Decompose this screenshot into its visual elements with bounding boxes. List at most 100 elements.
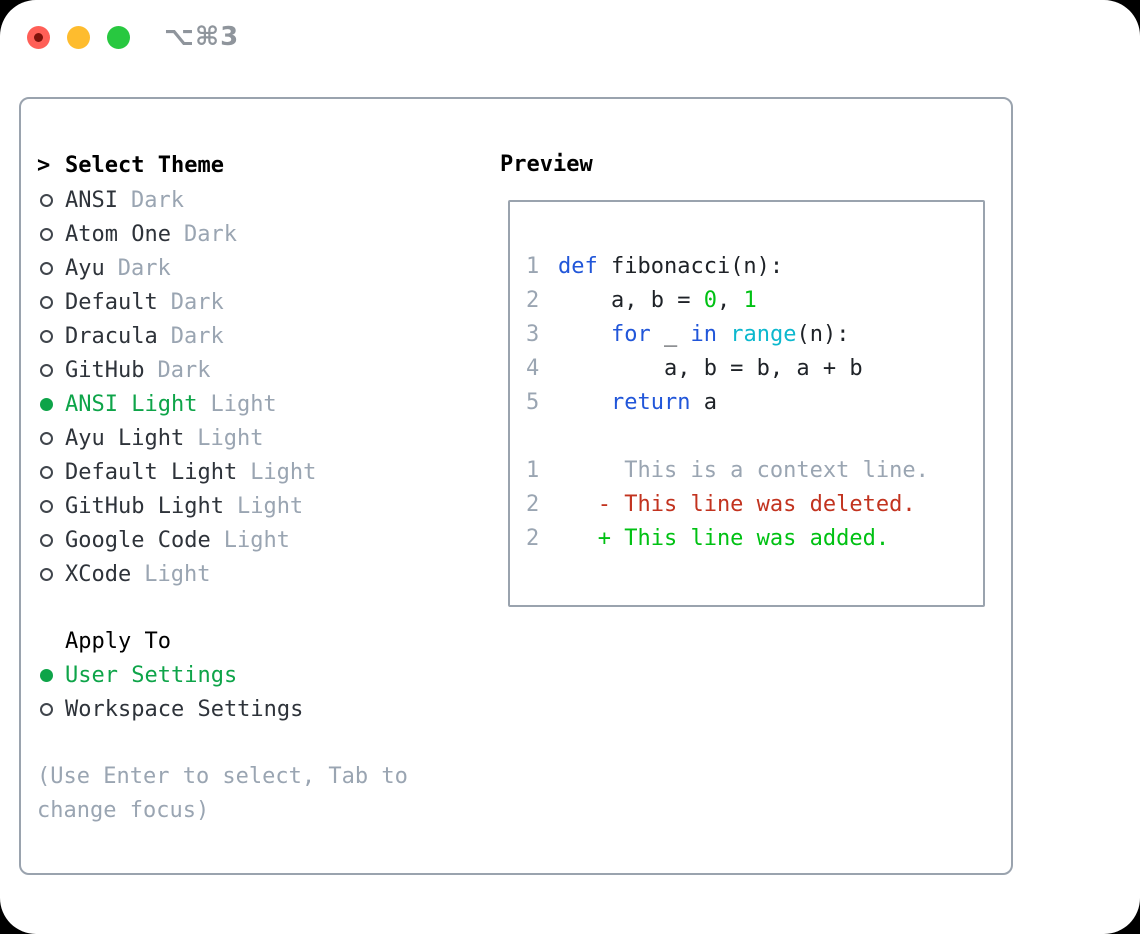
radio-icon	[40, 567, 53, 581]
apply-to-header: Apply To	[37, 624, 303, 658]
theme-name: Ayu Light	[65, 425, 185, 451]
theme-name: XCode	[65, 561, 132, 587]
code-token: ,	[716, 288, 744, 313]
theme-variant-tag: Dark	[130, 187, 184, 213]
radio-icon	[40, 261, 53, 275]
theme-option-default[interactable]: Default Dark	[37, 285, 316, 319]
theme-variant-tag: Dark	[117, 255, 171, 281]
code-token: a, b =	[558, 288, 704, 313]
theme-variant-tag: Dark	[170, 289, 224, 315]
code-token: for	[610, 322, 651, 347]
code-token	[717, 318, 730, 352]
zoom-button[interactable]	[107, 26, 130, 49]
code-line: 2 a, b = 0, 1	[526, 284, 983, 318]
radio-icon	[40, 227, 53, 241]
code-token: _	[650, 322, 691, 347]
radio-icon	[40, 329, 53, 343]
code-token: (n):	[796, 322, 850, 347]
line-number: 2	[526, 526, 540, 551]
theme-option-ayu-light[interactable]: Ayu Light Light	[37, 421, 316, 455]
code-token: in	[690, 322, 717, 347]
theme-variant-tag: Dark	[183, 221, 237, 247]
line-number: 4	[526, 356, 540, 381]
theme-name: Ayu	[65, 255, 105, 281]
theme-option-google-code[interactable]: Google Code Light	[37, 523, 316, 557]
theme-name: Google Code	[65, 527, 211, 553]
code-token: a, b = b, a + b	[558, 356, 863, 381]
code-token: range	[730, 322, 797, 347]
theme-variant-tag: Light	[250, 459, 317, 485]
theme-option-atom-one[interactable]: Atom One Dark	[37, 217, 316, 251]
theme-variant-tag: Light	[236, 493, 304, 519]
radio-icon	[40, 363, 53, 377]
apply-option-workspace-settings[interactable]: Workspace Settings	[37, 692, 303, 726]
code-token: fibonacci(n):	[610, 254, 784, 279]
theme-name: Default Light	[65, 459, 238, 485]
theme-option-ansi-light[interactable]: ANSI Light Light	[37, 387, 316, 421]
theme-variant-tag: Dark	[170, 323, 224, 349]
theme-name: Atom One	[65, 221, 171, 247]
code-token: + This line was added.	[558, 526, 890, 551]
radio-icon	[40, 295, 53, 309]
radio-icon	[40, 533, 53, 547]
radio-icon	[40, 465, 53, 479]
code-line: 2 - This line was deleted.	[526, 488, 983, 522]
theme-name: GitHub Light	[65, 493, 224, 519]
code-token: - This line was deleted.	[558, 492, 916, 517]
line-number	[526, 420, 558, 454]
apply-option-label: User Settings	[65, 662, 238, 688]
theme-name: Default	[65, 289, 158, 315]
apply-option-label: Workspace Settings	[65, 696, 304, 722]
code-line: 5 return a	[526, 386, 983, 420]
radio-icon	[40, 193, 53, 207]
theme-variant-tag: Dark	[157, 357, 211, 383]
theme-variant-tag: Light	[223, 527, 290, 553]
code-token	[558, 386, 611, 420]
code-token: a	[690, 390, 717, 415]
apply-to-title: Apply To	[65, 628, 171, 654]
code-token	[558, 318, 611, 352]
theme-variant-tag: Light	[144, 561, 211, 587]
code-token: return	[610, 390, 691, 415]
code-token: 0	[703, 288, 717, 313]
radio-icon	[40, 431, 53, 445]
code-line: 1 This is a context line.	[526, 454, 983, 488]
theme-option-xcode[interactable]: XCode Light	[37, 557, 316, 591]
preview-header: Preview	[500, 152, 593, 177]
theme-variant-tag: Light	[210, 391, 277, 417]
radio-icon	[40, 702, 53, 716]
unsaved-indicator-icon	[34, 33, 43, 42]
radio-icon	[40, 499, 53, 513]
theme-option-default-light[interactable]: Default Light Light	[37, 455, 316, 489]
code-token: def	[558, 254, 611, 279]
minimize-button[interactable]	[67, 26, 90, 49]
theme-option-ayu[interactable]: Ayu Dark	[37, 251, 316, 285]
keyboard-shortcut-label: ⌥⌘3	[164, 22, 240, 52]
code-line: 2 + This line was added.	[526, 522, 983, 556]
usage-hint: (Use Enter to select, Tab to change focu…	[37, 764, 408, 823]
select-theme-title: Select Theme	[65, 152, 224, 178]
theme-option-github-light[interactable]: GitHub Light Light	[37, 489, 316, 523]
theme-name: ANSI Light	[65, 391, 198, 417]
select-theme-header: > Select Theme	[37, 148, 224, 182]
apply-option-user-settings[interactable]: User Settings	[37, 658, 303, 692]
line-number: 5	[526, 390, 540, 415]
code-line: 3 for _ in range(n):	[526, 318, 983, 352]
close-button[interactable]	[27, 26, 50, 49]
code-line	[526, 420, 983, 454]
line-number: 2	[526, 492, 540, 517]
theme-variant-tag: Light	[197, 425, 264, 451]
code-line: 4 a, b = b, a + b	[526, 352, 983, 386]
code-token: This is a context line.	[558, 458, 929, 483]
